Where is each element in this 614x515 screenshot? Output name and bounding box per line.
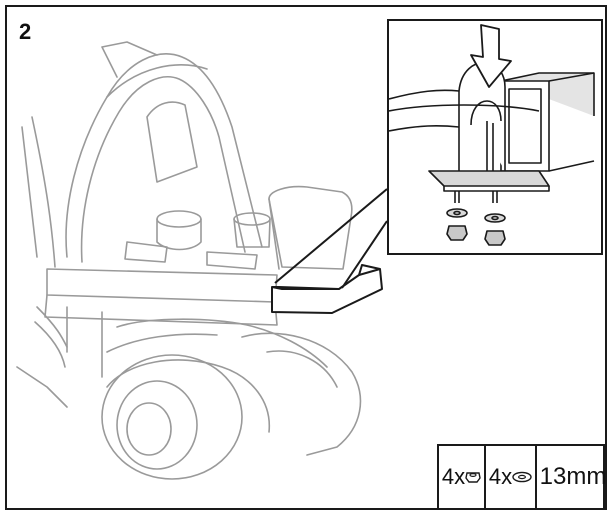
bracket-bolt-detail [388,24,595,246]
wrench-cell: 13mm [537,446,605,508]
down-arrow-icon [470,24,512,88]
wrench-size: 13mm [539,463,607,490]
washer-cell: 4x [486,446,537,508]
hardware-table: 4x 4x 13mm [437,444,605,508]
mower-line-drawing [16,41,388,480]
nut-cell: 4x [439,446,487,508]
washer-icon [512,471,532,483]
step-number: 2 [19,19,32,44]
nut-icon [465,472,481,483]
nut-quantity: 4x [441,464,466,489]
washer-quantity: 4x [488,464,513,489]
detail-inset [387,19,603,255]
instruction-panel: 2 [5,5,607,510]
